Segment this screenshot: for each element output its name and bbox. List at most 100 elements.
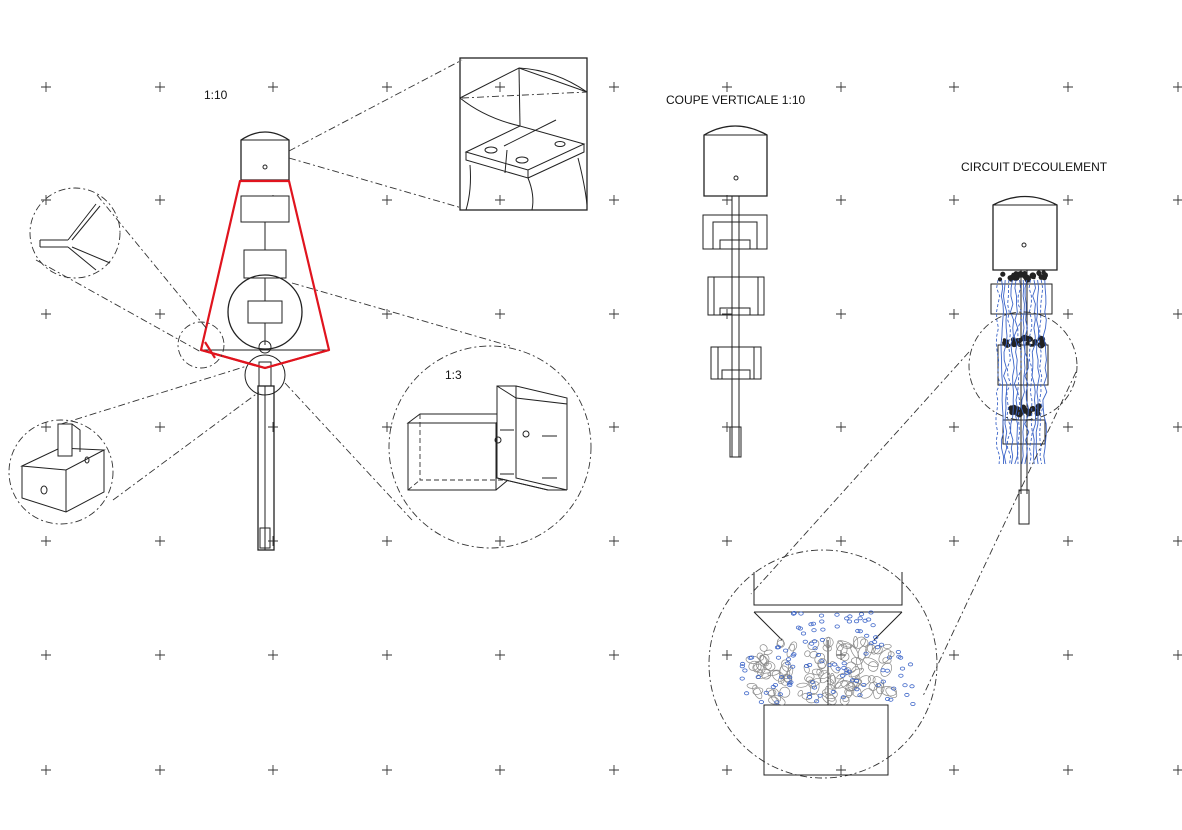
water-drop: [820, 627, 826, 632]
flow-stream: [995, 279, 1001, 465]
grid-cross: [155, 650, 165, 660]
grid-cross: [1063, 765, 1073, 775]
media-grain: [1029, 272, 1037, 280]
water-drop: [813, 699, 820, 704]
grid-cross: [722, 309, 732, 319]
grid-cross: [722, 195, 732, 205]
media-pebble: [842, 696, 850, 703]
media-pebble: [767, 689, 777, 697]
detail-circle-upper: [29, 187, 121, 279]
water-drop: [847, 614, 853, 619]
water-drop: [798, 611, 804, 616]
detail-circle-joint: [388, 345, 592, 549]
grid-cross: [41, 650, 51, 660]
flow-stream: [1042, 279, 1048, 465]
media-grain: [1025, 341, 1030, 346]
grid-cross: [609, 536, 619, 546]
water-drop: [896, 654, 902, 659]
media-pebble: [805, 676, 814, 683]
grid-cross: [495, 309, 505, 319]
scale-label-main: 1:10: [204, 88, 228, 102]
water-drop: [910, 702, 916, 707]
water-drop: [812, 646, 818, 651]
water-drop: [808, 641, 815, 646]
flow-stream: [1028, 279, 1033, 465]
media-pebble: [852, 636, 866, 650]
grid-cross: [41, 82, 51, 92]
grid-cross: [155, 536, 165, 546]
grid-cross: [949, 422, 959, 432]
water-drop: [902, 683, 908, 688]
grid-cross: [722, 82, 732, 92]
media-pebble: [763, 661, 776, 671]
grid-cross: [949, 309, 959, 319]
flow-title: CIRCUIT D'ECOULEMENT: [961, 160, 1108, 174]
media-pebble: [809, 681, 820, 696]
vertical-section: COUPE VERTICALE 1:10: [666, 93, 805, 458]
water-drop: [755, 674, 761, 679]
water-drop: [774, 700, 780, 705]
media-pebble: [829, 673, 836, 689]
media-grain: [1036, 270, 1042, 276]
flow-detail-circle-small: [968, 311, 1078, 421]
water-drop: [835, 666, 841, 671]
flow-detail-circle-large: [708, 549, 938, 779]
water-drop: [899, 666, 906, 671]
media-pebble: [864, 643, 873, 659]
grid-cross: [609, 650, 619, 660]
grid-cross: [1173, 536, 1182, 546]
grid-crosses: [41, 82, 1182, 775]
water-drop: [810, 621, 817, 626]
water-drop: [857, 693, 863, 698]
flow-stream: [1024, 279, 1030, 465]
media-grain: [1018, 337, 1023, 343]
grid-cross: [495, 650, 505, 660]
media-grain: [1021, 273, 1028, 279]
water-drop: [802, 639, 808, 644]
grid-cross: [155, 422, 165, 432]
grid-cross: [268, 422, 278, 432]
media-pebble: [836, 672, 847, 680]
flow-container: [992, 195, 1058, 271]
water-drop: [806, 695, 813, 700]
grid-cross: [495, 536, 505, 546]
media-pebble: [887, 651, 895, 658]
media-pebble: [876, 682, 885, 695]
water-drop: [778, 675, 785, 680]
media-grain: [1029, 405, 1036, 412]
media-pebble: [836, 640, 844, 652]
water-drop: [790, 611, 797, 616]
water-drop: [782, 648, 789, 653]
water-drop: [800, 631, 807, 636]
grid-cross: [382, 536, 392, 546]
section-tier-2: [707, 276, 765, 316]
media-pebble: [829, 661, 840, 674]
water-drop: [831, 662, 838, 667]
round-disc: [227, 274, 303, 350]
media-grain: [1031, 343, 1035, 347]
water-drop: [871, 640, 878, 645]
media-pebble: [872, 676, 885, 689]
water-drop: [880, 668, 886, 673]
media-pebble: [845, 681, 860, 692]
water-drop: [785, 657, 792, 662]
water-drop: [743, 691, 750, 696]
media-pebble: [748, 660, 759, 671]
detail-perspective-box: [459, 57, 588, 211]
water-drop: [888, 697, 894, 702]
water-drop: [864, 633, 870, 638]
middle-block: [243, 249, 287, 279]
grid-cross: [155, 765, 165, 775]
grid-cross: [836, 765, 846, 775]
grid-cross: [1063, 82, 1073, 92]
media-pebble: [853, 636, 859, 648]
detail-circle-lower: [8, 419, 114, 525]
water-drop: [739, 676, 745, 681]
media-pebble: [779, 686, 791, 698]
water-drop: [834, 612, 840, 617]
grid-cross: [268, 765, 278, 775]
water-drop: [886, 655, 893, 660]
water-drop: [742, 668, 748, 673]
water-drop: [774, 645, 781, 650]
media-pebble: [746, 683, 758, 689]
